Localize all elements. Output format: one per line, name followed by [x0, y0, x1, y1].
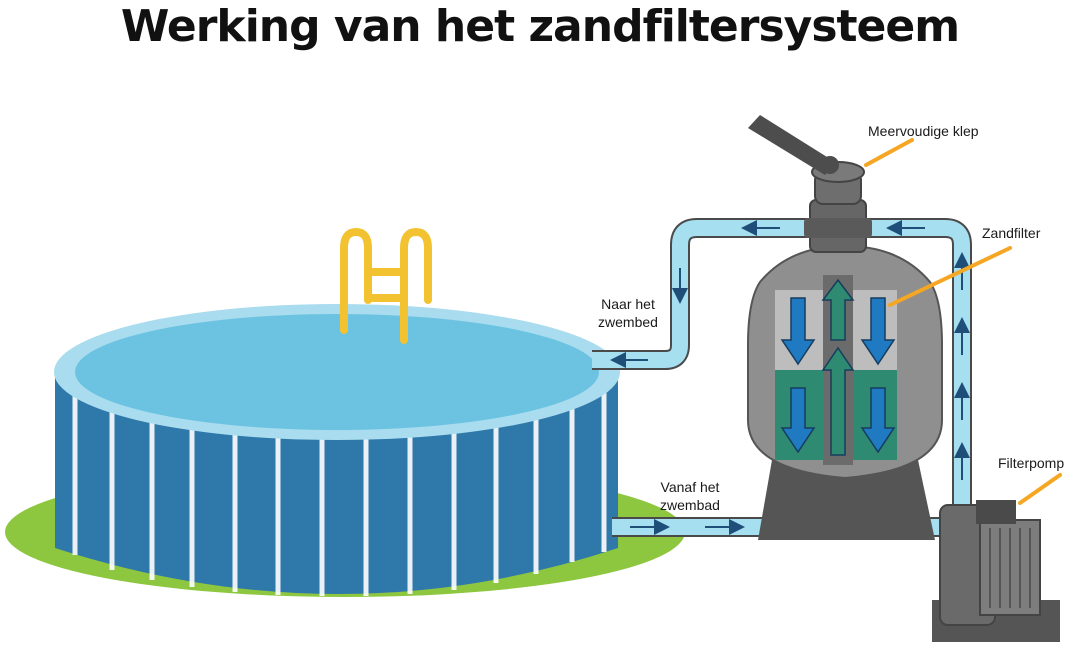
label-to-pool-line1: Naar het [601, 296, 655, 312]
pool-ladder [340, 227, 432, 344]
callout-lines [864, 138, 1062, 505]
page-title: Werking van het zandfiltersysteem [120, 1, 960, 52]
label-to-pool: Naar het zwembed [585, 295, 671, 331]
filter-pump [932, 500, 1060, 642]
filter-base [758, 452, 935, 540]
label-from-pool-line1: Vanaf het [660, 479, 720, 495]
label-to-pool-line2: zwembed [598, 314, 658, 330]
label-pump: Filterpomp [998, 455, 1065, 471]
label-from-pool: Vanaf het zwembad [650, 478, 730, 514]
label-from-pool-line2: zwembad [660, 497, 720, 513]
label-filter: Zandfilter [982, 225, 1041, 241]
filter-flow-arrows [780, 278, 896, 456]
pool [54, 304, 620, 596]
label-valve: Meervoudige klep [868, 123, 979, 139]
multiport-valve [748, 115, 872, 253]
